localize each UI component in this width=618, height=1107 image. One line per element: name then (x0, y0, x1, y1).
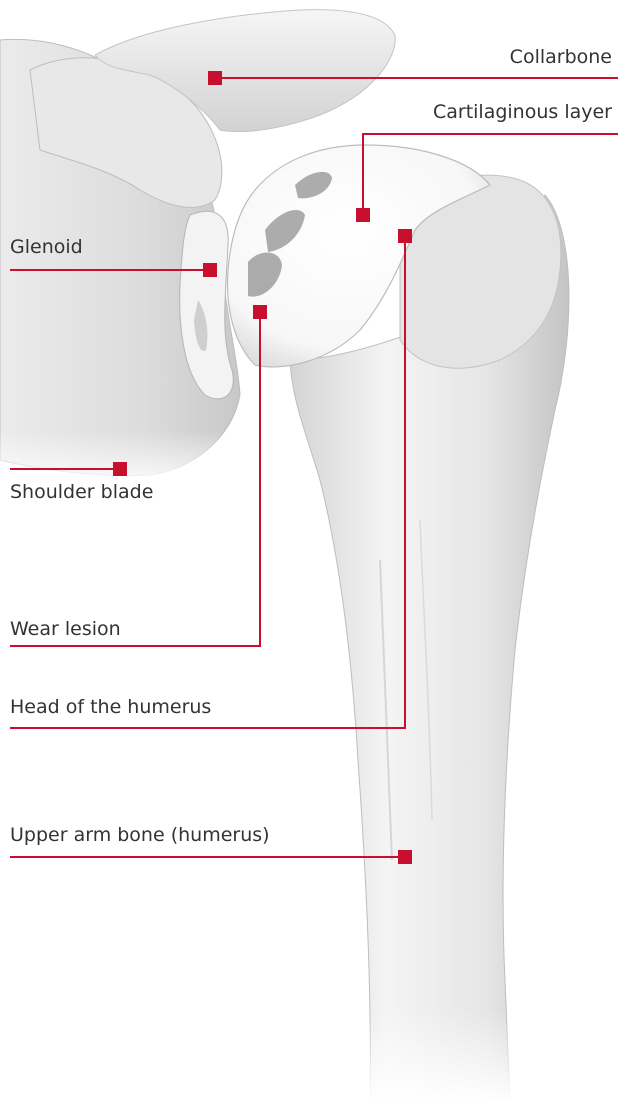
shoulder-blade-label: Shoulder blade (10, 481, 153, 503)
upper-arm-bone-marker (398, 850, 412, 864)
wear-lesion-label: Wear lesion (10, 618, 121, 640)
collarbone-marker (208, 71, 222, 85)
upper-arm-bone-label: Upper arm bone (humerus) (10, 824, 270, 846)
head-of-humerus-marker (398, 229, 412, 243)
shaft-fade (300, 1010, 560, 1102)
collarbone-label: Collarbone (510, 46, 612, 68)
head-of-humerus-label: Head of the humerus (10, 696, 211, 718)
cartilaginous-layer-marker (356, 208, 370, 222)
shoulder-blade-marker (113, 462, 127, 476)
wear-lesion-marker (253, 305, 267, 319)
glenoid-marker (203, 263, 217, 277)
cartilaginous-layer-label: Cartilaginous layer (433, 101, 612, 123)
glenoid-label: Glenoid (10, 236, 83, 258)
